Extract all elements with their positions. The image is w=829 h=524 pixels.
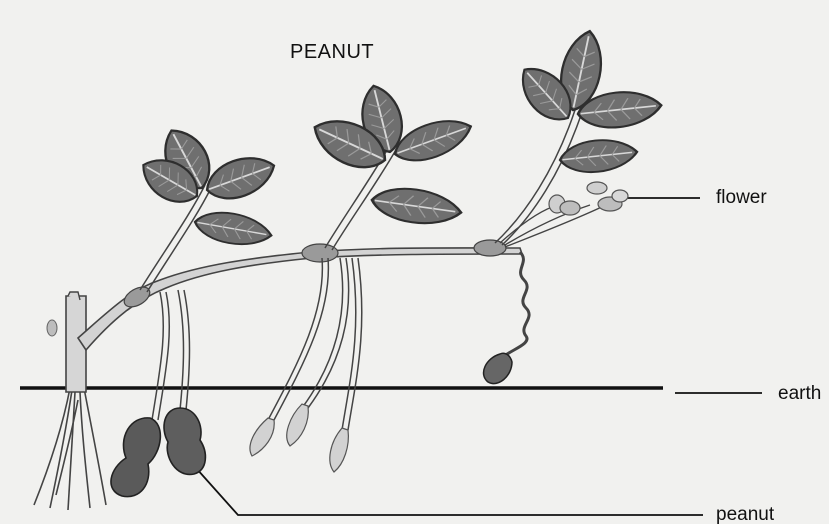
flower-label: flower (716, 188, 767, 207)
peanut-leader-line (196, 468, 703, 515)
flowers (500, 182, 628, 247)
node-2 (302, 244, 338, 262)
young-pod (484, 353, 512, 383)
peanut-pods (111, 408, 205, 497)
peanut-label: peanut (716, 505, 774, 524)
pegs-node-2 (268, 258, 362, 430)
leaf-cluster-3 (511, 27, 663, 175)
roots (34, 388, 106, 510)
twisting-peg (502, 252, 529, 358)
diagram-title: PEANUT (290, 42, 374, 62)
earth-label: earth (778, 384, 821, 403)
pegs-node-1 (152, 290, 190, 420)
peg-tips (250, 404, 348, 472)
leaf-cluster-2 (306, 81, 476, 229)
stem-tip-bud (47, 320, 57, 336)
leaf-cluster-1 (134, 121, 280, 250)
